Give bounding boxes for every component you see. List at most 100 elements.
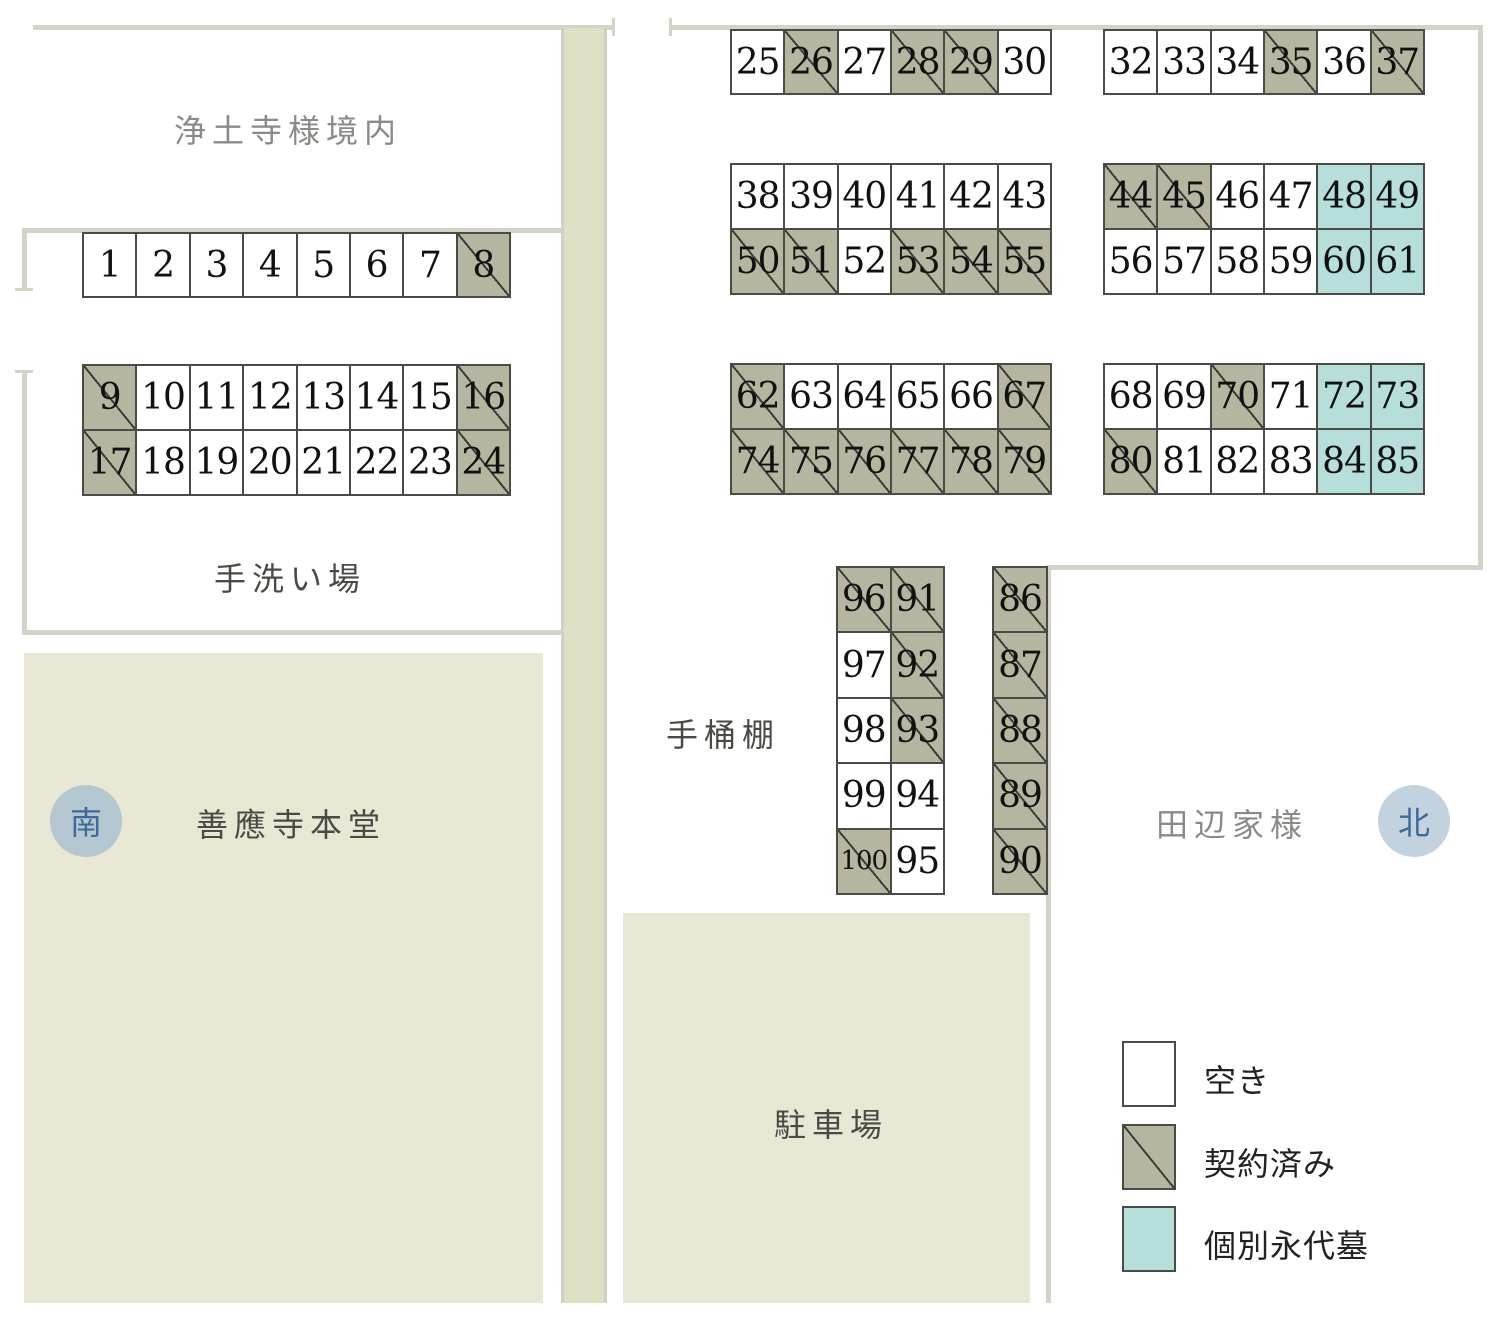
plot-30[interactable]: 30 <box>998 31 1050 93</box>
plot-100[interactable]: 100 <box>838 829 890 893</box>
plot-50[interactable]: 50 <box>732 230 784 293</box>
plot-23[interactable]: 23 <box>404 431 456 494</box>
plot-61[interactable]: 61 <box>1371 230 1423 293</box>
plot-36[interactable]: 36 <box>1318 31 1370 93</box>
plot-83[interactable]: 83 <box>1264 430 1317 493</box>
plot-32[interactable]: 32 <box>1105 31 1157 93</box>
plot-28[interactable]: 28 <box>891 31 944 93</box>
plot-15[interactable]: 15 <box>404 366 456 429</box>
plot-86[interactable]: 86 <box>994 568 1046 632</box>
plot-99[interactable]: 99 <box>838 764 890 828</box>
plot-1[interactable]: 1 <box>84 234 136 296</box>
plot-6[interactable]: 6 <box>350 234 403 296</box>
plot-81[interactable]: 81 <box>1158 430 1210 493</box>
plot-79[interactable]: 79 <box>998 430 1050 493</box>
plot-96[interactable]: 96 <box>838 568 890 632</box>
plot-44[interactable]: 44 <box>1105 165 1157 228</box>
plot-38[interactable]: 38 <box>732 165 784 228</box>
plot-24[interactable]: 24 <box>457 431 509 494</box>
plot-94[interactable]: 94 <box>891 764 943 828</box>
plot-34[interactable]: 34 <box>1211 31 1263 93</box>
plot-72[interactable]: 72 <box>1318 365 1370 428</box>
plot-64[interactable]: 64 <box>838 365 890 428</box>
plot-49[interactable]: 49 <box>1371 165 1423 228</box>
plot-9[interactable]: 9 <box>84 366 136 429</box>
plot-48[interactable]: 48 <box>1318 165 1370 228</box>
plot-74[interactable]: 74 <box>732 430 784 493</box>
plot-10[interactable]: 10 <box>137 366 189 429</box>
plot-18[interactable]: 18 <box>137 431 189 494</box>
plot-77[interactable]: 77 <box>891 430 944 493</box>
plot-42[interactable]: 42 <box>945 165 997 228</box>
plot-68[interactable]: 68 <box>1105 365 1157 428</box>
plot-67[interactable]: 67 <box>998 365 1050 428</box>
plot-41[interactable]: 41 <box>891 165 944 228</box>
plot-71[interactable]: 71 <box>1264 365 1317 428</box>
plot-65[interactable]: 65 <box>891 365 944 428</box>
plot-53[interactable]: 53 <box>891 230 944 293</box>
plot-90[interactable]: 90 <box>994 829 1046 893</box>
plot-45[interactable]: 45 <box>1158 165 1210 228</box>
plot-2[interactable]: 2 <box>137 234 189 296</box>
plot-97[interactable]: 97 <box>838 633 890 697</box>
plot-19[interactable]: 19 <box>190 431 243 494</box>
plot-66[interactable]: 66 <box>945 365 997 428</box>
plot-52[interactable]: 52 <box>838 230 890 293</box>
plot-58[interactable]: 58 <box>1211 230 1263 293</box>
plot-40[interactable]: 40 <box>838 165 890 228</box>
plot-87[interactable]: 87 <box>994 633 1046 697</box>
plot-37[interactable]: 37 <box>1371 31 1423 93</box>
plot-89[interactable]: 89 <box>994 764 1046 828</box>
plot-62[interactable]: 62 <box>732 365 784 428</box>
plot-85[interactable]: 85 <box>1371 430 1423 493</box>
plot-76[interactable]: 76 <box>838 430 890 493</box>
plot-73[interactable]: 73 <box>1371 365 1423 428</box>
plot-27[interactable]: 27 <box>838 31 890 93</box>
plot-57[interactable]: 57 <box>1158 230 1210 293</box>
plot-98[interactable]: 98 <box>838 698 890 763</box>
plot-22[interactable]: 22 <box>350 431 403 494</box>
plot-5[interactable]: 5 <box>297 234 349 296</box>
plot-12[interactable]: 12 <box>244 366 296 429</box>
plot-35[interactable]: 35 <box>1264 31 1317 93</box>
plot-78[interactable]: 78 <box>945 430 997 493</box>
plot-21[interactable]: 21 <box>297 431 349 494</box>
plot-91[interactable]: 91 <box>891 568 943 632</box>
plot-95[interactable]: 95 <box>891 829 943 893</box>
plot-4[interactable]: 4 <box>244 234 296 296</box>
plot-93[interactable]: 93 <box>891 698 943 763</box>
plot-92[interactable]: 92 <box>891 633 943 697</box>
plot-82[interactable]: 82 <box>1211 430 1263 493</box>
plot-55[interactable]: 55 <box>998 230 1050 293</box>
plot-17[interactable]: 17 <box>84 431 136 494</box>
plot-29[interactable]: 29 <box>945 31 997 93</box>
plot-7[interactable]: 7 <box>404 234 456 296</box>
plot-60[interactable]: 60 <box>1318 230 1370 293</box>
plot-8[interactable]: 8 <box>457 234 509 296</box>
plot-69[interactable]: 69 <box>1158 365 1210 428</box>
plot-43[interactable]: 43 <box>998 165 1050 228</box>
plot-54[interactable]: 54 <box>945 230 997 293</box>
plot-70[interactable]: 70 <box>1211 365 1263 428</box>
plot-3[interactable]: 3 <box>190 234 243 296</box>
plot-88[interactable]: 88 <box>994 698 1046 763</box>
plot-56[interactable]: 56 <box>1105 230 1157 293</box>
plot-75[interactable]: 75 <box>785 430 837 493</box>
plot-63[interactable]: 63 <box>785 365 837 428</box>
plot-11[interactable]: 11 <box>190 366 243 429</box>
plot-39[interactable]: 39 <box>785 165 837 228</box>
plot-84[interactable]: 84 <box>1318 430 1370 493</box>
plot-59[interactable]: 59 <box>1264 230 1317 293</box>
plot-13[interactable]: 13 <box>297 366 349 429</box>
plot-33[interactable]: 33 <box>1158 31 1210 93</box>
plot-16[interactable]: 16 <box>457 366 509 429</box>
plot-14[interactable]: 14 <box>350 366 403 429</box>
plot-46[interactable]: 46 <box>1211 165 1263 228</box>
plot-80[interactable]: 80 <box>1105 430 1157 493</box>
plot-47[interactable]: 47 <box>1264 165 1317 228</box>
plot-26[interactable]: 26 <box>785 31 837 93</box>
plot-51[interactable]: 51 <box>785 230 837 293</box>
plot-25[interactable]: 25 <box>732 31 784 93</box>
plot-20[interactable]: 20 <box>244 431 296 494</box>
